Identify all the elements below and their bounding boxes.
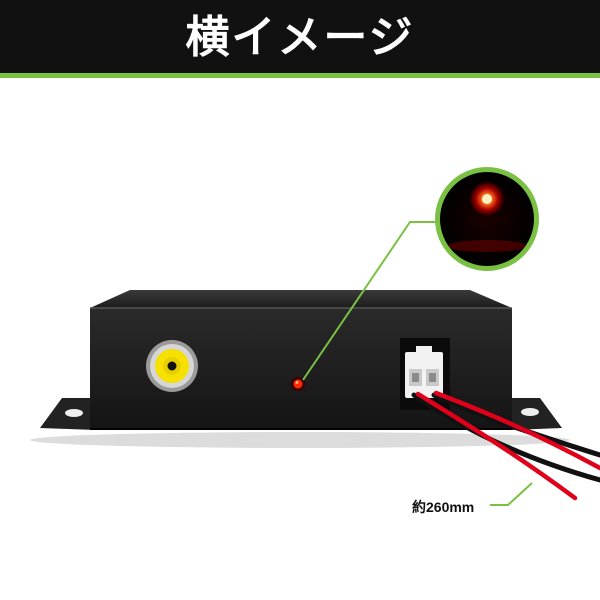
led-indicator-icon xyxy=(291,377,305,391)
right-mounting-flange xyxy=(512,398,562,430)
led-zoom-inset xyxy=(435,167,539,271)
floor-shadow xyxy=(30,432,570,448)
length-callout-line xyxy=(490,482,533,506)
cable-length-label: 約260mm xyxy=(412,499,475,515)
power-cable xyxy=(411,390,600,501)
header-bar: 横イメージ xyxy=(0,0,600,78)
rca-jack-icon xyxy=(146,340,198,392)
left-mounting-flange xyxy=(40,398,96,430)
page-title: 横イメージ xyxy=(185,12,415,63)
led-callout-line xyxy=(302,221,441,381)
